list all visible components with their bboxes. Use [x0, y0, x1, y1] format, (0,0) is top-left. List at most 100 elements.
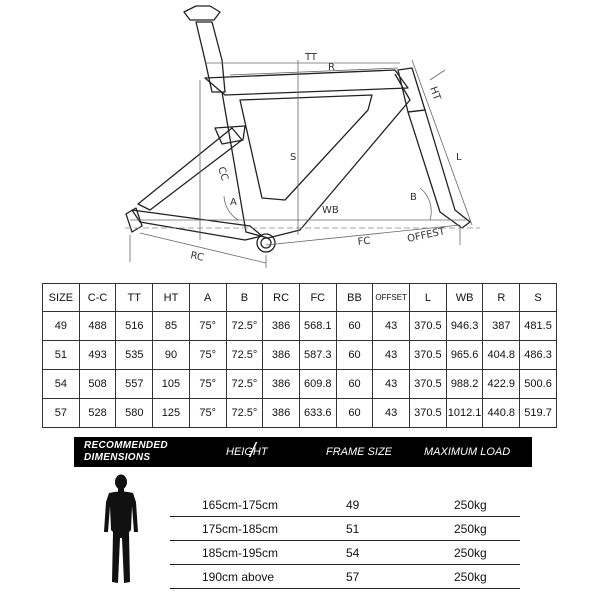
- recommended-row: 185cm-195cm 54 250kg: [170, 542, 520, 565]
- saddle-clamp: [183, 5, 221, 21]
- seat-post: [195, 21, 226, 93]
- table-cell: 60: [335, 340, 374, 370]
- geometry-table: SIZE C-C TT HT A B RC FC BB OFFSET L WB …: [42, 283, 557, 428]
- label-s: S: [290, 152, 296, 163]
- frame-geometry-diagram: TT R HT S CC A B L WB RC FC OFFEST: [125, 5, 480, 268]
- table-cell: 57: [42, 398, 80, 428]
- label-a: A: [230, 197, 237, 208]
- header-tt: TT: [115, 283, 154, 312]
- table-cell: 72.5°: [225, 311, 264, 341]
- header-divider: /: [250, 440, 256, 462]
- table-cell: 580: [115, 398, 154, 428]
- recommended-title: RECOMMENDED DIMENSIONS: [84, 440, 168, 463]
- row-max-load: 250kg: [454, 570, 487, 584]
- table-cell: 75°: [188, 398, 227, 428]
- human-silhouette-icon: [104, 474, 138, 583]
- header-ht: HT: [152, 283, 190, 312]
- table-cell: 49: [42, 311, 80, 341]
- table-cell: 75°: [188, 340, 227, 370]
- table-cell: 988.2: [445, 369, 484, 399]
- label-r: R: [328, 62, 335, 73]
- table-cell: 486.3: [519, 340, 557, 370]
- table-row: 54 508 557 105 75° 72.5° 386 609.8 60 43…: [42, 369, 557, 399]
- label-cc: CC: [215, 166, 230, 183]
- table-cell: 528: [78, 398, 117, 428]
- table-cell: 75°: [188, 311, 227, 341]
- header-size: SIZE: [42, 283, 80, 312]
- row-max-load: 250kg: [454, 498, 487, 512]
- header-s: S: [519, 283, 557, 312]
- table-cell: 43: [372, 311, 411, 341]
- table-cell: 500.6: [519, 369, 557, 399]
- label-b: B: [410, 192, 417, 203]
- fork: [407, 109, 471, 229]
- table-cell: 488: [78, 311, 117, 341]
- header-offset: OFFSET: [372, 283, 411, 312]
- table-cell: 60: [335, 398, 374, 428]
- table-cell: 72.5°: [225, 340, 264, 370]
- header-wb: WB: [445, 283, 484, 312]
- header-rc: RC: [262, 283, 300, 312]
- row-max-load: 250kg: [454, 546, 487, 560]
- table-cell: 85: [152, 311, 190, 341]
- table-cell: 370.5: [409, 369, 447, 399]
- table-cell: 105: [152, 369, 190, 399]
- table-cell: 370.5: [409, 311, 447, 341]
- label-ht: HT: [427, 85, 442, 102]
- table-cell: 75°: [188, 369, 227, 399]
- table-row: 49 488 516 85 75° 72.5° 386 568.1 60 43 …: [42, 311, 557, 341]
- label-l: L: [456, 152, 462, 163]
- table-cell: 519.7: [519, 398, 557, 428]
- table-cell: 557: [115, 369, 154, 399]
- header-c-c: C-C: [78, 283, 117, 312]
- table-cell: 1012.1: [445, 398, 484, 428]
- table-cell: 90: [152, 340, 190, 370]
- table-cell: 481.5: [519, 311, 557, 341]
- table-cell: 568.1: [298, 311, 337, 341]
- row-height: 190cm above: [202, 570, 275, 584]
- table-cell: 72.5°: [225, 369, 264, 399]
- table-cell: 609.8: [298, 369, 337, 399]
- header-a: A: [188, 283, 227, 312]
- row-max-load: 250kg: [454, 522, 487, 536]
- table-cell: 946.3: [445, 311, 484, 341]
- recommended-header: RECOMMENDED DIMENSIONS / HEIGHT FRAME SI…: [74, 437, 532, 467]
- seat-stay-cap: [214, 125, 246, 145]
- table-cell: 43: [372, 369, 411, 399]
- bottom-bracket: [256, 233, 276, 253]
- row-frame-size: 54: [346, 546, 360, 560]
- table-cell: 386: [262, 398, 300, 428]
- row-frame-size: 49: [346, 498, 360, 512]
- table-cell: 72.5°: [225, 398, 264, 428]
- table-cell: 386: [262, 340, 300, 370]
- table-cell: 422.9: [482, 369, 521, 399]
- header-bb: BB: [335, 283, 374, 312]
- table-cell: 370.5: [409, 398, 447, 428]
- table-cell: 370.5: [409, 340, 447, 370]
- table-cell: 43: [372, 398, 411, 428]
- table-cell: 386: [262, 311, 300, 341]
- label-fc: FC: [357, 236, 371, 248]
- row-frame-size: 51: [346, 522, 360, 536]
- label-tt: TT: [304, 52, 318, 63]
- table-cell: 125: [152, 398, 190, 428]
- recommended-row: 175cm-185cm 51 250kg: [170, 518, 520, 541]
- table-cell: 440.8: [482, 398, 521, 428]
- geometry-header-row: SIZE C-C TT HT A B RC FC BB OFFSET L WB …: [42, 283, 557, 312]
- table-cell: 508: [78, 369, 117, 399]
- table-cell: 60: [335, 369, 374, 399]
- header-b: B: [225, 283, 264, 312]
- table-cell: 54: [42, 369, 80, 399]
- table-cell: 386: [262, 369, 300, 399]
- seat-stay: [137, 127, 243, 211]
- column-frame-size: FRAME SIZE: [326, 446, 393, 458]
- table-cell: 516: [115, 311, 154, 341]
- row-height: 185cm-195cm: [202, 546, 279, 560]
- column-height: HEIGHT: [226, 446, 268, 458]
- table-cell: 404.8: [482, 340, 521, 370]
- head-tube: [397, 67, 426, 113]
- recommended-row: 165cm-175cm 49 250kg: [170, 494, 520, 517]
- table-cell: 493: [78, 340, 117, 370]
- table-cell: 633.6: [298, 398, 337, 428]
- header-l: L: [409, 283, 447, 312]
